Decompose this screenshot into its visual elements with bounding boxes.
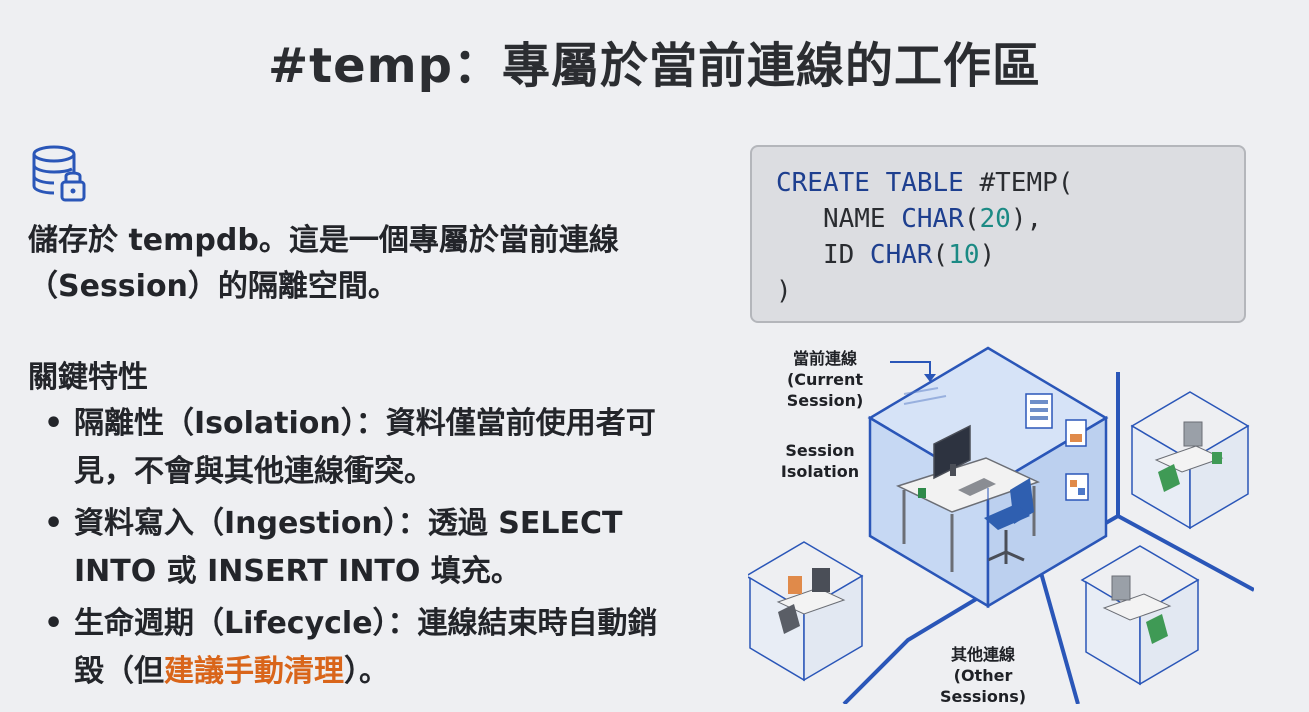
code-text: NAME	[776, 204, 902, 234]
label-other-sessions-en: (Other Sessions)	[939, 666, 1027, 706]
label-current-session-zh: 當前連線	[792, 349, 857, 368]
session-isolation-diagram	[744, 346, 1255, 706]
label-current-session-en: (Current Session)	[786, 370, 864, 410]
current-session-cube	[867, 346, 1109, 609]
other-session-cube-bottom-right	[1080, 545, 1200, 686]
code-keyword: CHAR	[869, 240, 933, 270]
code-line-1: CREATE TABLE #TEMP(	[776, 165, 1220, 201]
code-text: ),	[1010, 204, 1043, 234]
bullet: •	[44, 606, 64, 641]
code-text: ID	[776, 240, 870, 270]
features-heading: 關鍵特性	[28, 360, 148, 395]
feature-ingestion: • 資料寫入（Ingestion）：透過 SELECT INTO 或 INSER…	[44, 500, 664, 596]
code-text: (	[963, 204, 980, 234]
code-line-2: NAME CHAR(20),	[776, 201, 1220, 237]
code-keyword: CREATE TABLE	[776, 168, 964, 198]
feature-lifecycle: • 生命週期（Lifecycle）：連線結束時自動銷毀（但建議手動清理）。	[44, 600, 664, 696]
code-line-4: )	[776, 276, 792, 306]
label-session-isolation: Session Isolation	[770, 440, 870, 482]
label-session-isolation-2: Isolation	[780, 462, 860, 481]
database-lock-icon	[32, 145, 86, 202]
label-current-session: 當前連線 (Current Session)	[760, 348, 890, 411]
session-illustration: 當前連線 (Current Session) Session Isolation…	[744, 340, 1255, 707]
feature-highlight: 建議手動清理	[164, 654, 344, 689]
code-keyword: CHAR	[901, 204, 964, 234]
feature-text: 生命週期（Lifecycle）：連線結束時自動銷毀（但	[74, 606, 658, 689]
feature-text-end: ）。	[344, 654, 389, 689]
label-other-sessions-zh: 其他連線	[950, 645, 1015, 664]
code-line-3: ID CHAR(10)	[776, 237, 1220, 273]
page-title: #temp：專屬於當前連線的工作區	[267, 38, 1042, 94]
bullet: •	[44, 506, 64, 541]
code-block: CREATE TABLE #TEMP( NAME CHAR(20), ID CH…	[750, 145, 1246, 323]
code-text: )	[979, 240, 996, 270]
code-number: 20	[979, 204, 1011, 234]
code-text: #TEMP(	[963, 168, 1074, 198]
feature-list: • 隔離性（Isolation）：資料僅當前使用者可見，不會與其他連線衝突。 •…	[44, 400, 664, 700]
feature-text: 隔離性（Isolation）：資料僅當前使用者可見，不會與其他連線衝突。	[74, 406, 656, 489]
feature-text: 資料寫入（Ingestion）：透過 SELECT INTO 或 INSERT …	[74, 506, 623, 589]
feature-isolation: • 隔離性（Isolation）：資料僅當前使用者可見，不會與其他連線衝突。	[44, 400, 664, 496]
other-session-cube-bottom-left	[744, 541, 864, 682]
code-number: 10	[948, 240, 980, 270]
code-text: (	[932, 240, 949, 270]
description: 儲存於 tempdb。這是一個專屬於當前連線（Session）的隔離空間。	[28, 223, 619, 304]
other-session-cube-top-right	[1130, 391, 1250, 530]
label-session-isolation-1: Session	[785, 441, 855, 460]
label-other-sessions: 其他連線 (Other Sessions)	[908, 644, 1058, 707]
bullet: •	[44, 406, 64, 441]
